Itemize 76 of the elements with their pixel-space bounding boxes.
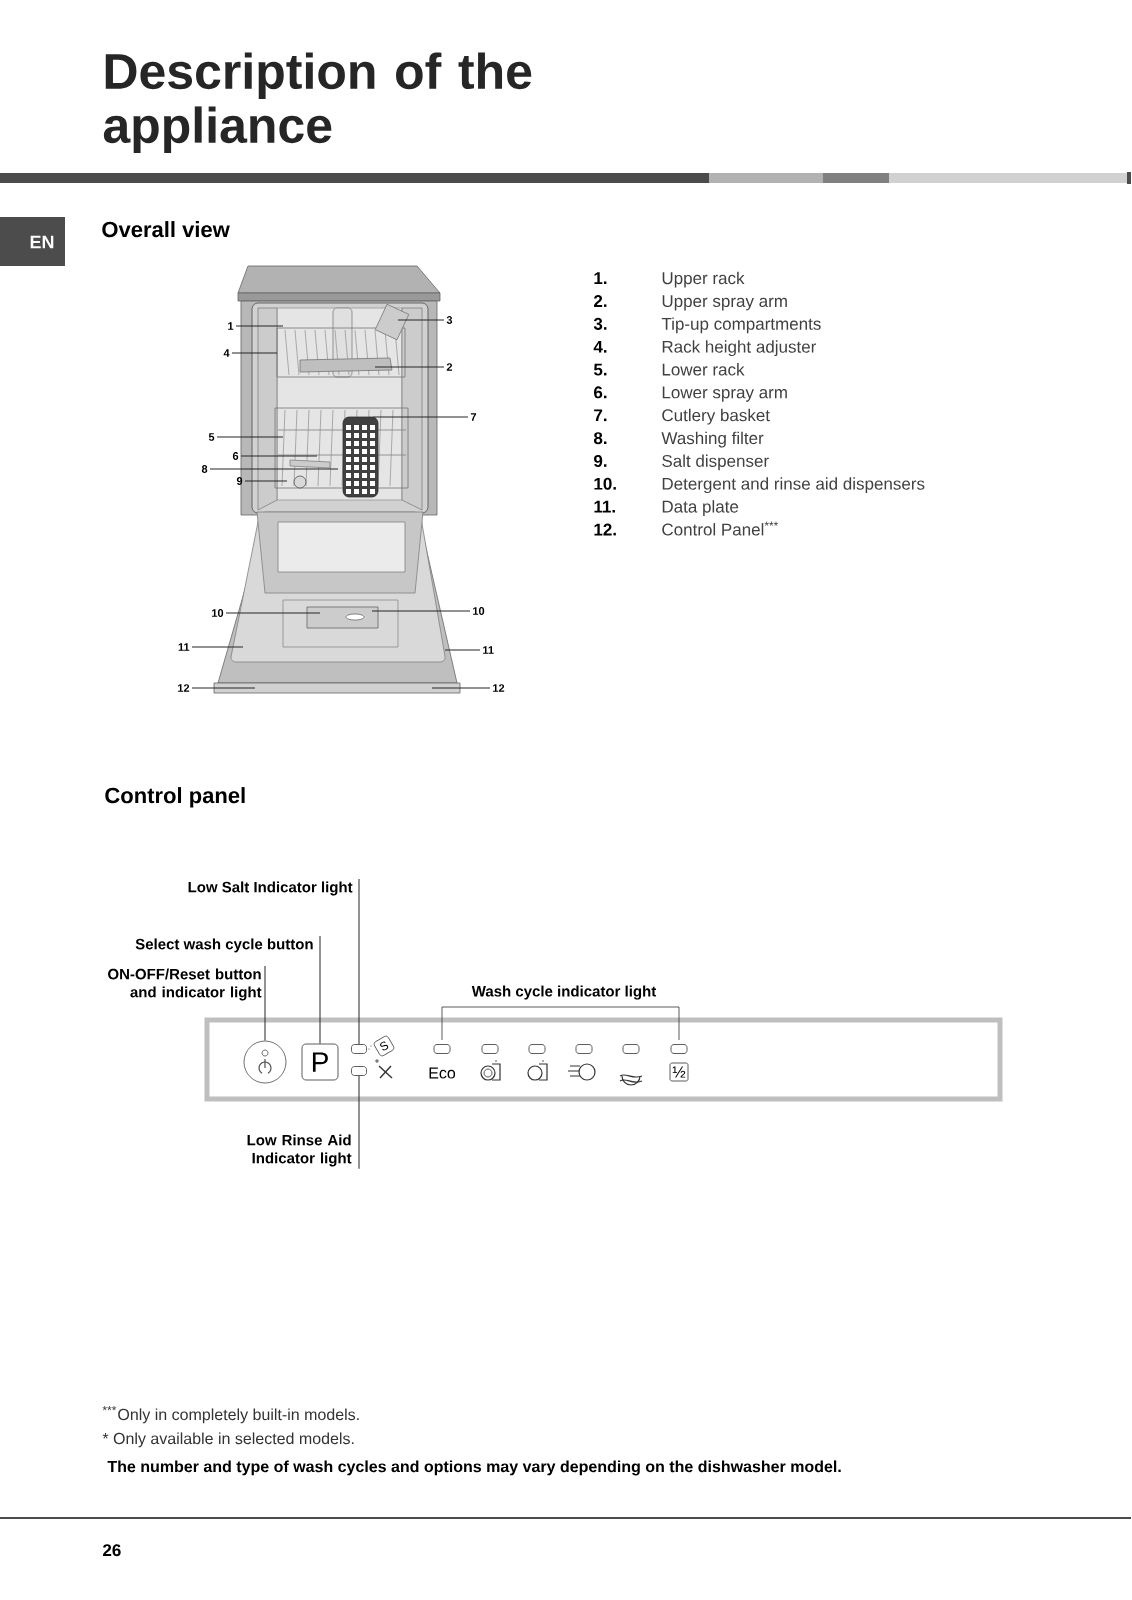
leader-line	[240, 455, 318, 457]
list-number: 4.	[593, 340, 607, 353]
list-number: 11.	[594, 500, 615, 513]
list-item: Upper rack	[662, 271, 745, 288]
leader-line	[431, 687, 491, 689]
callout-number: 10	[212, 609, 224, 617]
list-item: Upper spray arm	[662, 295, 787, 311]
leader-line	[319, 935, 321, 1045]
list-number: 5.	[593, 363, 607, 376]
callout-label: Low Rinse Aid Indicator light	[247, 1134, 352, 1167]
list-item: Lower rack	[662, 363, 745, 376]
list-number: 3.	[593, 317, 607, 330]
callout-number: 8	[201, 465, 208, 473]
callout-number: 6	[232, 452, 239, 460]
leader-line	[358, 1075, 360, 1170]
language-tab: EN	[0, 217, 65, 266]
list-item: Salt dispenser	[662, 454, 769, 471]
leader-line	[209, 468, 339, 470]
callout-number: 12	[493, 684, 505, 692]
page-number: 26	[103, 1544, 121, 1557]
leader-line	[358, 878, 360, 1045]
list-item: Data plate	[662, 500, 739, 516]
leader-line	[264, 965, 266, 1042]
footnote: $^{***}$Only in completely built-in models.	[102, 1406, 359, 1424]
leader-line	[231, 352, 278, 354]
leader-line	[235, 325, 284, 327]
callout-label: ON-OFF/Reset button and indicator light	[108, 968, 262, 1001]
list-item: Detergent and rinse aid dispensers	[662, 477, 925, 494]
callout-label: Wash cycle indicator light	[471, 985, 657, 1000]
callout-number: 9	[236, 477, 243, 485]
list-number: 9.	[594, 454, 607, 467]
list-item: Tip-up compartments	[661, 317, 821, 334]
leader-line	[225, 612, 321, 614]
footnote: * Only available in selected models.	[102, 1432, 354, 1448]
leader-line	[244, 480, 288, 482]
list-item: Rack height adjuster	[662, 340, 817, 357]
list-item: Washing filter	[661, 431, 764, 448]
callout-number: 11	[178, 643, 190, 651]
callout-number: 12	[178, 684, 190, 692]
cycle-label: Eco	[429, 1067, 456, 1079]
list-number: 10.	[594, 477, 616, 490]
callout-number: 11	[483, 646, 494, 654]
leader-line	[372, 416, 469, 418]
list-number: 1.	[594, 272, 607, 284]
leader-line	[374, 366, 445, 368]
leader-line	[444, 649, 481, 651]
section-heading: Overall view	[102, 221, 230, 238]
program-button: P	[301, 1043, 339, 1081]
callout-number: 4	[223, 349, 230, 357]
leader-line	[216, 436, 284, 438]
leader-line	[397, 319, 445, 321]
power-button	[243, 1040, 287, 1084]
callout-label: Select wash cycle button	[135, 938, 313, 953]
list-number: 8.	[593, 432, 607, 445]
leader-line	[191, 687, 256, 689]
list-item: Cutlery basket	[662, 408, 770, 425]
leader-line	[191, 646, 244, 648]
section-heading: Control panel	[105, 787, 245, 808]
list-number: 2.	[594, 295, 607, 307]
indicator-light	[351, 1066, 367, 1076]
list-number: 12.	[594, 523, 616, 536]
callout-number: 2	[446, 363, 453, 371]
callout-label: Low Salt Indicator light	[188, 881, 353, 896]
indicator-light	[351, 1044, 367, 1054]
callout-number: 3	[446, 316, 453, 324]
list-item: Control Panel$^{***}$	[662, 521, 779, 536]
callout-number: 1	[228, 322, 234, 330]
page-title: Description of the appliance	[103, 52, 532, 153]
list-number: 7.	[594, 409, 607, 422]
list-item: Lower spray arm	[662, 386, 787, 402]
leader-line	[371, 610, 471, 612]
callout-number: 10	[473, 607, 485, 615]
note: The number and type of wash cycles and options may vary depending on the dishwasher model.	[107, 1460, 841, 1476]
callout-number: 5	[208, 433, 215, 441]
callout-number: 7	[470, 413, 477, 421]
list-number: 6.	[594, 386, 607, 399]
